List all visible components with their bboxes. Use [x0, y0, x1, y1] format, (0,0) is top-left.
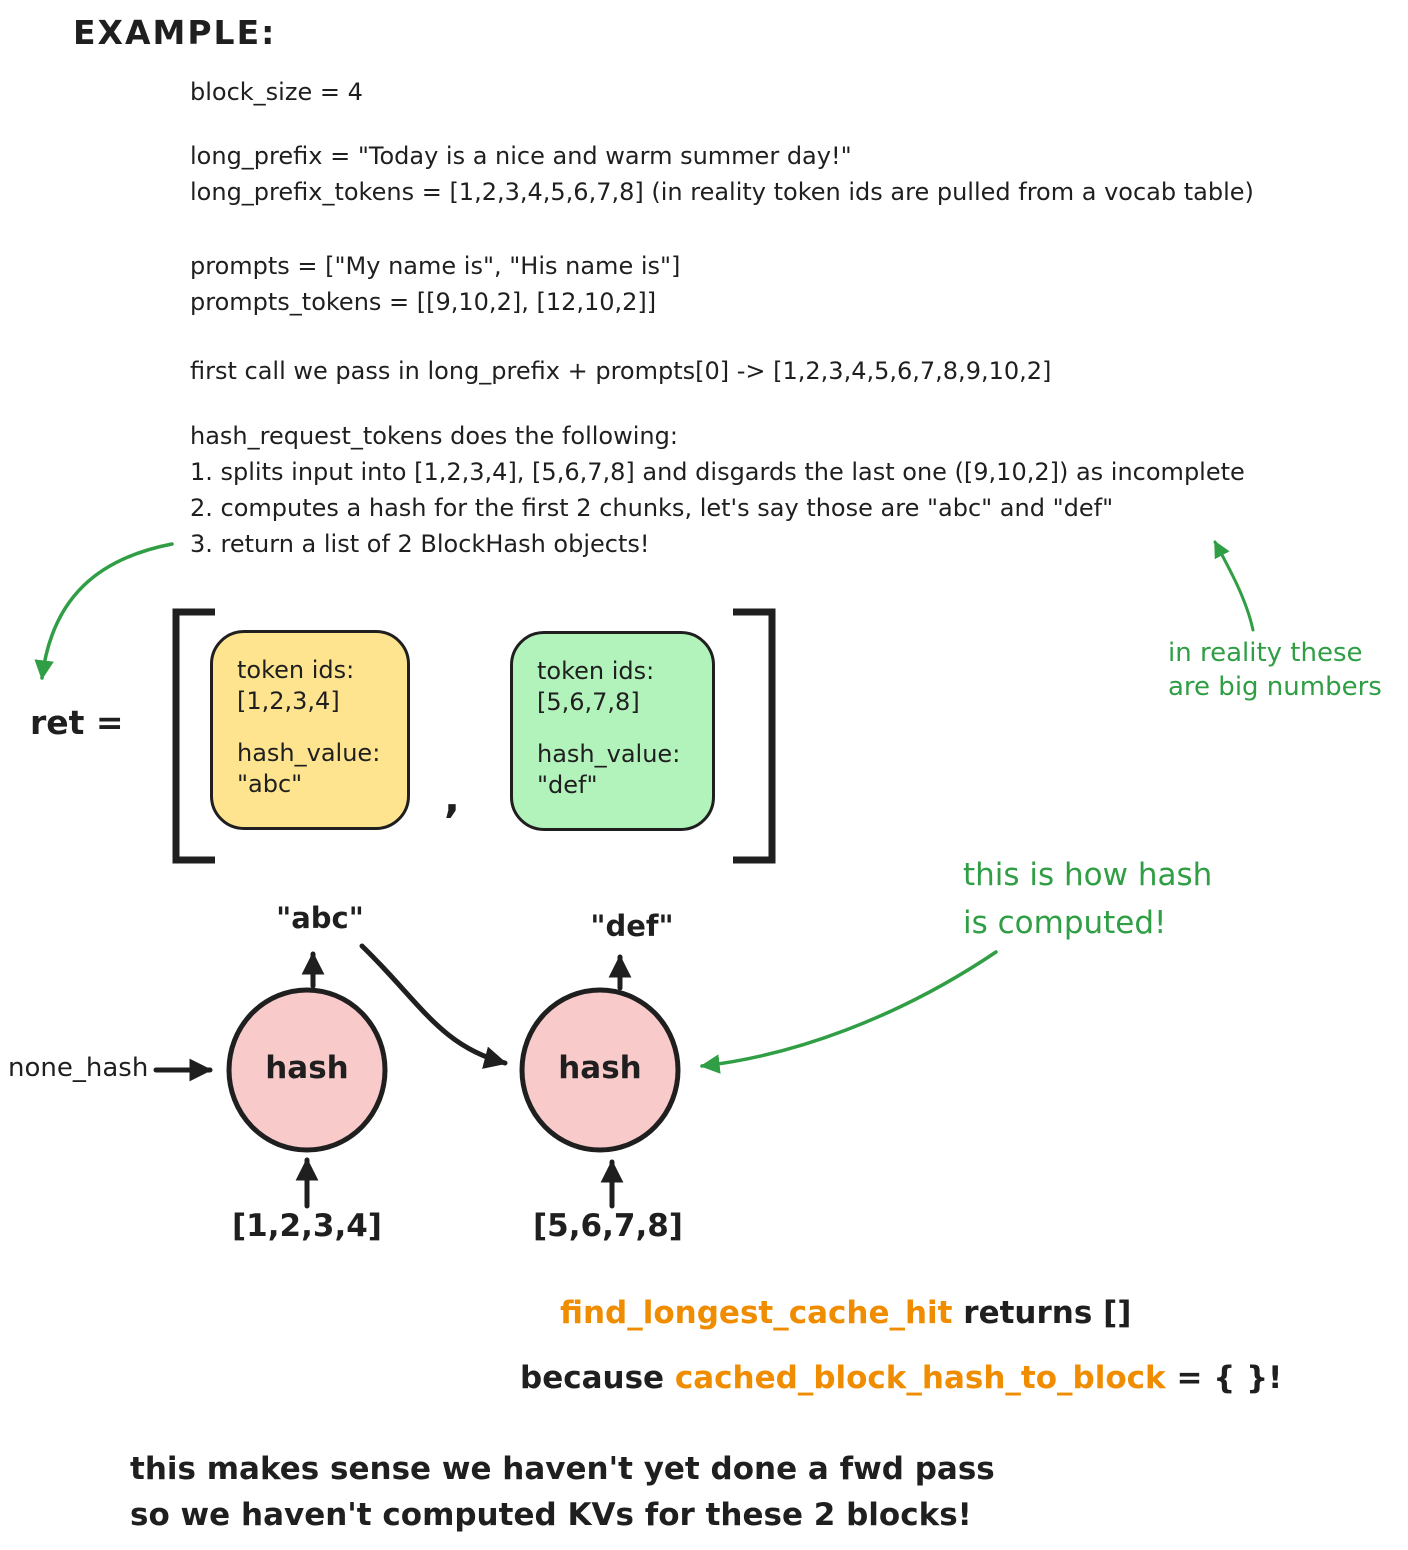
footer-line2: so we haven't computed KVs for these 2 b…: [130, 1497, 972, 1533]
hash-computed-line2: is computed!: [963, 905, 1167, 941]
big-numbers-note: in reality these are big numbers: [1168, 636, 1382, 704]
big-numbers-line2: are big numbers: [1168, 672, 1382, 702]
card-title: token ids:: [237, 656, 355, 684]
hash-computed-note: this is how hash is computed!: [963, 851, 1212, 947]
hash1-node-label: hash: [265, 1050, 349, 1086]
cached-block-hash-dict: cached_block_hash_to_block: [674, 1360, 1166, 1396]
card-title: token ids:: [537, 657, 655, 685]
code-first-call: first call we pass in long_prefix + prom…: [190, 357, 1052, 385]
card-hash-value: "def": [537, 771, 598, 799]
code-prompts-tokens: prompts_tokens = [[9,10,2], [12,10,2]]: [190, 288, 657, 316]
page-title: EXAMPLE:: [73, 13, 277, 52]
code-hash-fn-header: hash_request_tokens does the following:: [190, 422, 678, 450]
hash1-input-label: [1,2,3,4]: [232, 1208, 382, 1244]
cache-hit-result-line: find_longest_cache_hit returns []: [560, 1295, 1131, 1331]
footer-line1: this makes sense we haven't yet done a f…: [130, 1451, 995, 1487]
card-hash-value: "abc": [237, 770, 303, 798]
abc-to-hash2-arrow: [359, 943, 508, 1069]
code-block-size: block_size = 4: [190, 78, 363, 106]
because-text: because: [520, 1360, 675, 1396]
ret-annotation-arrow: [34, 542, 174, 680]
code-step3: 3. return a list of 2 BlockHash objects!: [190, 530, 650, 558]
card-hash-label: hash_value:: [237, 739, 381, 767]
code-step2: 2. computes a hash for the first 2 chunk…: [190, 494, 1114, 522]
equals-empty-text: = { }!: [1165, 1360, 1283, 1396]
find-longest-cache-hit-fn: find_longest_cache_hit: [560, 1295, 953, 1331]
cache-dict-line: because cached_block_hash_to_block = { }…: [520, 1360, 1282, 1396]
list-comma: ,: [444, 773, 460, 822]
card-tokens: [1,2,3,4]: [237, 687, 340, 715]
big-numbers-line1: in reality these: [1168, 638, 1363, 668]
big-numbers-arrow: [1213, 540, 1255, 632]
hash2-node-label: hash: [558, 1050, 642, 1086]
none-hash-label: none_hash: [8, 1053, 149, 1083]
hash2-input-label: [5,6,7,8]: [533, 1208, 683, 1244]
blockhash-card-abc: token ids: [1,2,3,4] hash_value: "abc": [210, 630, 410, 830]
code-step1: 1. splits input into [1,2,3,4], [5,6,7,8…: [190, 458, 1245, 486]
hash1-output-label: "abc": [276, 901, 364, 935]
hash-computed-line1: this is how hash: [963, 857, 1213, 893]
right-bracket: [733, 608, 776, 864]
code-long-prefix-tokens: long_prefix_tokens = [1,2,3,4,5,6,7,8] (…: [190, 178, 1254, 206]
code-long-prefix: long_prefix = "Today is a nice and warm …: [190, 142, 852, 170]
hash2-output-label: "def": [590, 909, 674, 943]
card-hash-label: hash_value:: [537, 740, 681, 768]
blockhash-card-def: token ids: [5,6,7,8] hash_value: "def": [510, 631, 715, 831]
returns-text: returns []: [952, 1295, 1132, 1331]
ret-label: ret =: [30, 703, 124, 742]
hash-computed-arrow: [700, 950, 998, 1074]
code-prompts: prompts = ["My name is", "His name is"]: [190, 252, 681, 280]
card-tokens: [5,6,7,8]: [537, 688, 640, 716]
